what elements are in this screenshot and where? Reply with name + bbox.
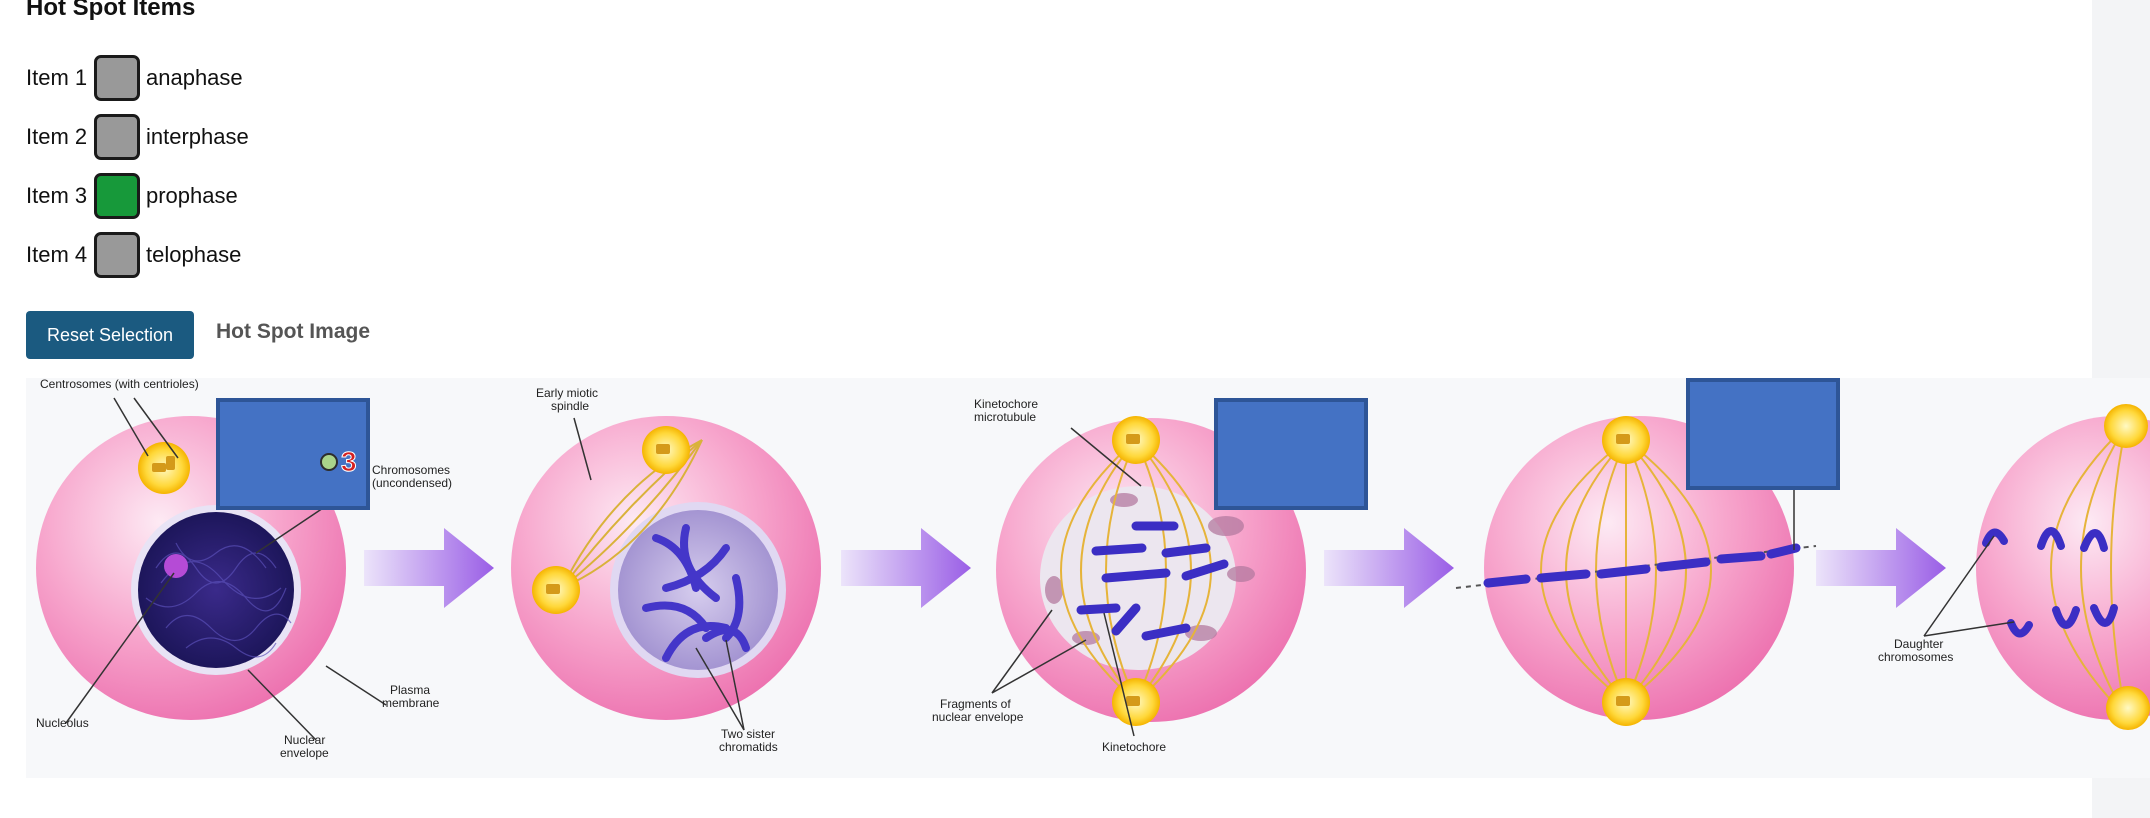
- label-early-spindle-sub: spindle: [551, 399, 589, 413]
- item-row-1: Item 1 anaphase: [26, 52, 243, 104]
- label-daughter-chromosomes-sub: chromosomes: [1878, 650, 1953, 664]
- item-row-4: Item 4 telophase: [26, 229, 241, 281]
- label-kinetochore-microtubule-sub: microtubule: [974, 410, 1036, 424]
- hotspot-image: Centrosomes (with centrioles) Chromosome…: [26, 378, 2150, 778]
- label-daughter-chromosomes: Daughter: [1894, 637, 1943, 651]
- hotspot-region-3[interactable]: [1686, 378, 1840, 490]
- arrow-2: [841, 528, 971, 608]
- arrow-1: [364, 528, 494, 608]
- arrow-3: [1324, 528, 1454, 608]
- item-3-box[interactable]: [94, 173, 140, 219]
- item-4-box[interactable]: [94, 232, 140, 278]
- label-early-spindle: Early miotic: [536, 386, 598, 400]
- cell-prophase: [511, 416, 821, 731]
- cell-metaphase: [1455, 416, 1817, 726]
- label-fragments: Fragments of: [940, 697, 1011, 711]
- label-nucleolus: Nucleolus: [36, 716, 89, 730]
- item-label: Item 1: [26, 65, 88, 90]
- item-label: Item 3: [26, 183, 88, 208]
- label-plasma-membrane-sub: membrane: [382, 696, 440, 710]
- item-1-box[interactable]: [94, 55, 140, 101]
- placed-marker[interactable]: [320, 453, 338, 471]
- label-plasma-membrane: Plasma: [390, 683, 430, 697]
- hotspot-region-1[interactable]: [216, 398, 370, 510]
- item-row-3: Item 3 prophase: [26, 170, 238, 222]
- label-kinetochore-microtubule: Kinetochore: [974, 397, 1038, 411]
- marker-number: 3: [341, 446, 358, 478]
- item-label: Item 4: [26, 242, 88, 267]
- label-nuclear-envelope: Nuclear: [284, 733, 325, 747]
- label-chromosomes: Chromosomes: [372, 463, 450, 477]
- label-sister-chromatids: Two sister: [721, 727, 775, 741]
- item-label: Item 2: [26, 124, 88, 149]
- hotspot-region-2[interactable]: [1214, 398, 1368, 510]
- hotspot-image-heading: Hot Spot Image: [216, 320, 371, 343]
- item-value: interphase: [146, 124, 249, 149]
- label-fragments-sub: nuclear envelope: [932, 710, 1024, 724]
- cell-prometaphase: [991, 416, 1306, 737]
- label-chromosomes-sub: (uncondensed): [372, 476, 452, 490]
- label-sister-chromatids-sub: chromatids: [719, 740, 778, 754]
- item-value: anaphase: [146, 65, 243, 90]
- reset-selection-button[interactable]: Reset Selection: [26, 311, 194, 359]
- item-2-box[interactable]: [94, 114, 140, 160]
- cell-anaphase: [1923, 404, 2150, 730]
- label-centrosomes: Centrosomes (with centrioles): [40, 378, 199, 391]
- item-value: prophase: [146, 183, 238, 208]
- item-value: telophase: [146, 242, 242, 267]
- arrow-4: [1816, 528, 1946, 608]
- item-row-2: Item 2 interphase: [26, 111, 249, 163]
- section-title: Hot Spot Items: [26, 0, 196, 21]
- label-nuclear-envelope-sub: envelope: [280, 746, 329, 760]
- mitosis-diagram: Centrosomes (with centrioles) Chromosome…: [26, 378, 2150, 778]
- label-kinetochore: Kinetochore: [1102, 740, 1166, 754]
